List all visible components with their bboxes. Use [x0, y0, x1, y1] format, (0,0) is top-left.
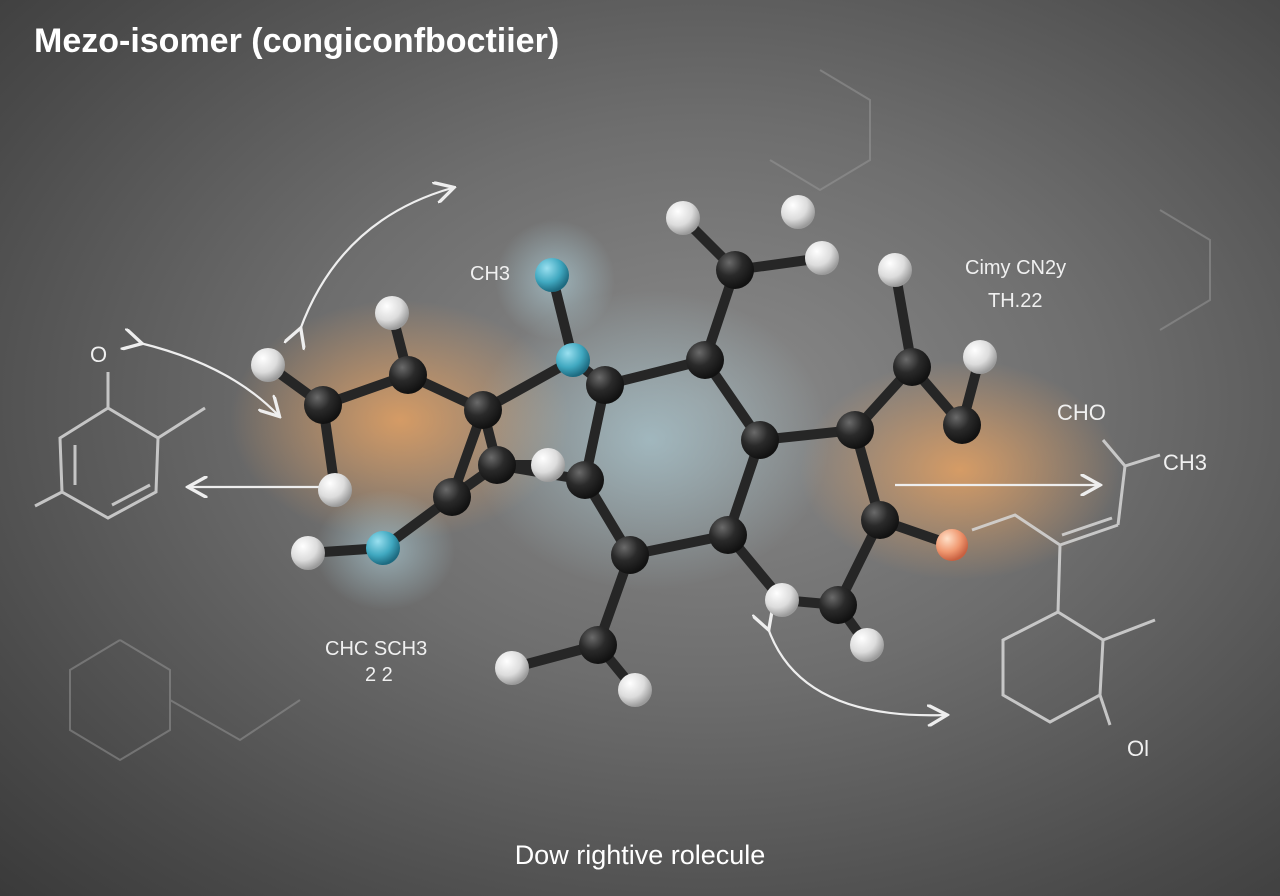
- atoms: [251, 195, 997, 707]
- nitrogen-atom: [535, 258, 569, 292]
- carbon-atom: [709, 516, 747, 554]
- hydrogen-atom: [375, 296, 409, 330]
- hydrogen-atom: [531, 448, 565, 482]
- label-formula-bottom-2: 2 2: [365, 664, 393, 686]
- carbon-atom: [389, 356, 427, 394]
- carbon-atom: [861, 501, 899, 539]
- background-structure-right: [971, 439, 1161, 726]
- label-formula-right-2: TH.22: [988, 290, 1043, 312]
- carbon-atom: [566, 461, 604, 499]
- hydrogen-atom: [618, 673, 652, 707]
- nitrogen-atom: [556, 343, 590, 377]
- hydrogen-atom: [781, 195, 815, 229]
- background-structure-left: [34, 372, 206, 520]
- carbon-atom: [433, 478, 471, 516]
- page-title: Mezo-isomer (congiconfboctiier): [34, 22, 560, 60]
- hydrogen-atom: [291, 536, 325, 570]
- carbon-atom: [836, 411, 874, 449]
- carbon-atom: [741, 421, 779, 459]
- carbon-atom: [304, 386, 342, 424]
- oxygen-atom: [936, 529, 968, 561]
- label-formula-right-1: Cimy CN2y: [965, 257, 1067, 279]
- label-o-left: O: [90, 342, 108, 367]
- carbon-atom: [686, 341, 724, 379]
- carbon-atom: [943, 406, 981, 444]
- hydrogen-atom: [765, 583, 799, 617]
- faint-background-structures: [69, 69, 1211, 762]
- hydrogen-atom: [251, 348, 285, 382]
- nitrogen-atom: [366, 531, 400, 565]
- label-formula-bottom-1: CHC SCH3: [325, 638, 428, 660]
- hydrogen-atom: [850, 628, 884, 662]
- carbon-atom: [586, 366, 624, 404]
- hydrogen-atom: [495, 651, 529, 685]
- caption: Dow rightive rolecule: [514, 840, 766, 870]
- arrows: [140, 188, 1098, 715]
- hydrogen-atom: [318, 473, 352, 507]
- carbon-atom: [464, 391, 502, 429]
- hydrogen-atom: [878, 253, 912, 287]
- label-ch3-top: CH3: [470, 263, 511, 285]
- label-ch3-right: CH3: [1163, 450, 1208, 475]
- carbon-atom: [579, 626, 617, 664]
- carbon-atom: [819, 586, 857, 624]
- carbon-atom: [716, 251, 754, 289]
- carbon-atom: [893, 348, 931, 386]
- label-ol: Ol: [1127, 736, 1149, 761]
- carbon-atom: [611, 536, 649, 574]
- carbon-atom: [478, 446, 516, 484]
- hydrogen-atom: [666, 201, 700, 235]
- hydrogen-atom: [805, 241, 839, 275]
- label-cho: CHO: [1057, 400, 1106, 425]
- hydrogen-atom: [963, 340, 997, 374]
